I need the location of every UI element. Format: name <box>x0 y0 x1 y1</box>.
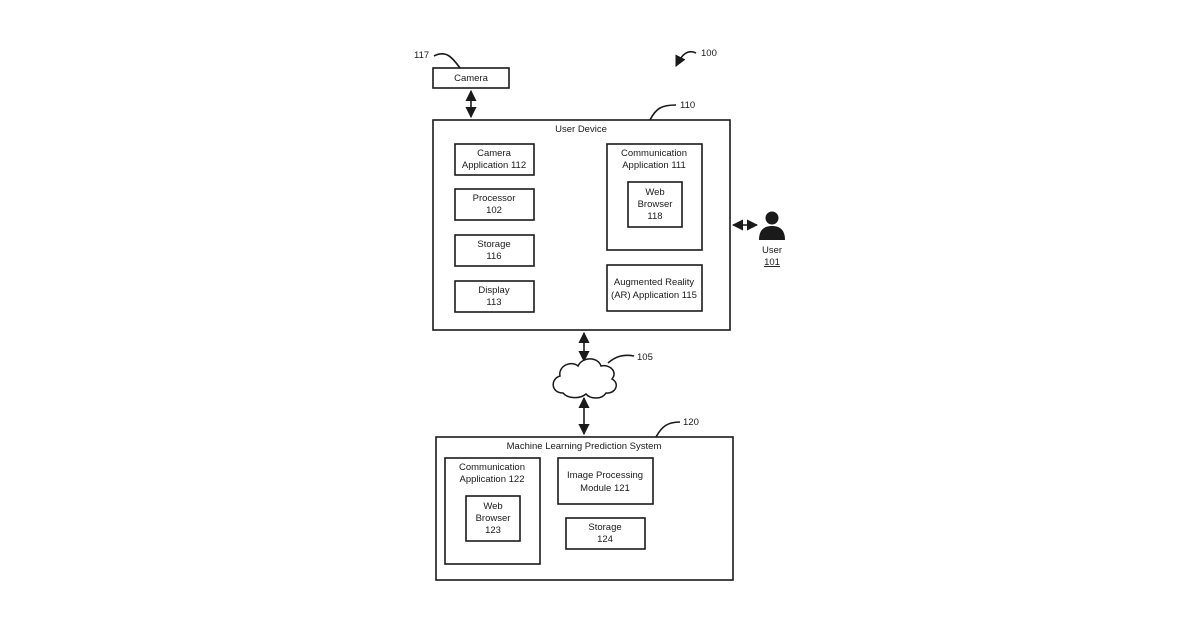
image-processing-line1: Image Processing <box>567 470 643 481</box>
camera-component: Camera 117 <box>414 50 509 88</box>
processor-line1: Processor <box>473 193 516 204</box>
user-icon <box>759 212 785 241</box>
camera-label: Camera <box>454 73 489 84</box>
user-device-ref-leader <box>650 105 676 120</box>
cloud-icon <box>553 359 616 398</box>
web-browser-line2: Browser <box>638 199 673 210</box>
network-ref: 105 <box>637 352 653 363</box>
ml-communication-application-line1: Communication <box>459 462 525 473</box>
ar-application-line2: (AR) Application 115 <box>611 290 697 301</box>
ml-web-browser-line1: Web <box>483 501 502 512</box>
camera-ref-leader <box>434 54 460 68</box>
user: User 101 <box>759 212 785 269</box>
ml-storage-line1: Storage <box>588 522 621 533</box>
ml-system-ref-leader <box>656 422 680 437</box>
ar-application-line1: Augmented Reality <box>614 277 695 288</box>
image-processing-line2: Module 121 <box>580 483 630 494</box>
ml-web-browser-line3: 123 <box>485 525 501 536</box>
ml-web-browser-line2: Browser <box>476 513 511 524</box>
processor-line2: 102 <box>486 205 502 216</box>
web-browser-line3: 118 <box>647 211 662 222</box>
user-ref: 101 <box>764 257 780 268</box>
image-processing-module-box <box>558 458 653 504</box>
ml-communication-application-line2: Application 122 <box>460 474 525 485</box>
user-device-ref: 110 <box>680 100 695 111</box>
camera-ref: 117 <box>414 50 429 61</box>
display-line2: 113 <box>486 297 501 308</box>
storage-line2: 116 <box>486 251 501 262</box>
web-browser-line1: Web <box>645 187 664 198</box>
user-device: User Device 110 Camera Application 112 P… <box>433 100 730 330</box>
user-label: User <box>762 245 782 256</box>
user-device-label: User Device <box>555 124 607 135</box>
communication-application-line1: Communication <box>621 148 687 159</box>
communication-application-line2: Application 111 <box>622 160 686 171</box>
network-ref-leader <box>608 355 634 363</box>
ml-storage-line2: 124 <box>597 534 613 545</box>
ml-system-label: Machine Learning Prediction System <box>507 441 662 452</box>
display-line1: Display <box>478 285 509 296</box>
figure-reference: 100 <box>676 48 717 66</box>
storage-line1: Storage <box>477 239 510 250</box>
camera-application-line2: Application 112 <box>462 160 526 171</box>
network: 105 <box>553 352 653 398</box>
ml-prediction-system: Machine Learning Prediction System 120 C… <box>436 417 733 580</box>
figure-ref-label: 100 <box>701 48 717 59</box>
camera-application-line1: Camera <box>477 148 512 159</box>
ar-application-box <box>607 265 702 311</box>
ml-system-ref: 120 <box>683 417 699 428</box>
